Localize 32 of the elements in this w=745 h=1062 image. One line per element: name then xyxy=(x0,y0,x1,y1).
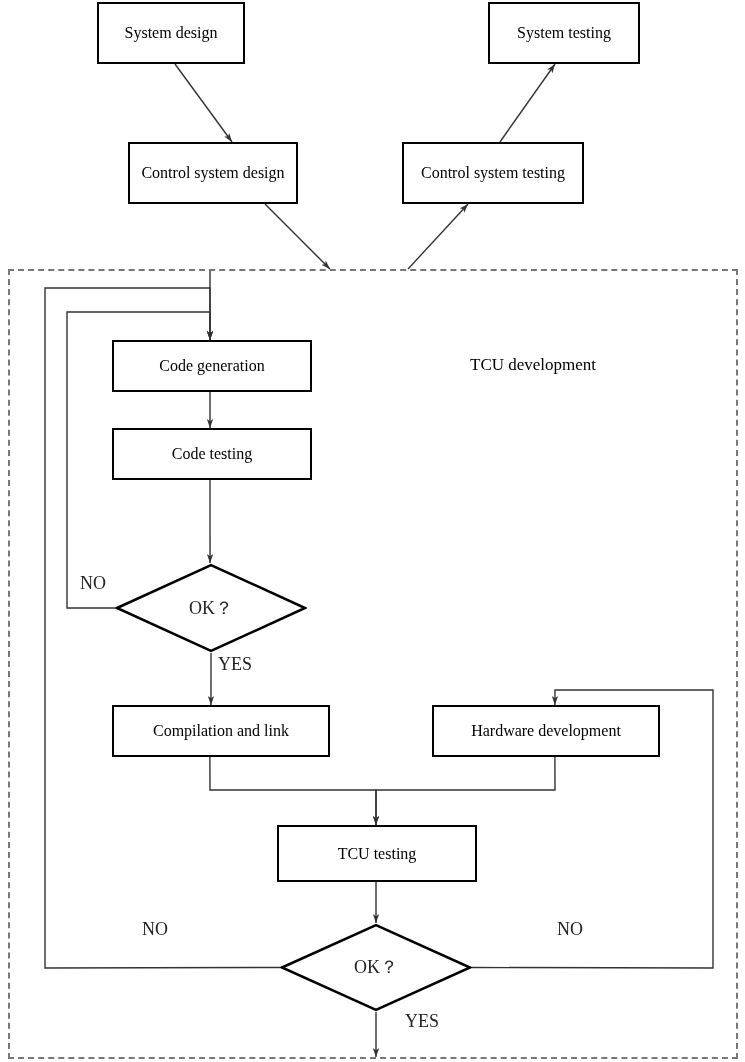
arrow xyxy=(407,203,469,270)
arrow xyxy=(206,479,214,564)
arrow xyxy=(471,689,714,969)
arrow xyxy=(372,756,556,826)
process-box: Control system testing xyxy=(402,142,584,204)
process-box: System design xyxy=(97,2,245,64)
process-box: Code generation xyxy=(112,340,312,392)
dashed-region xyxy=(8,269,738,1059)
region-title: TCU development xyxy=(470,354,597,376)
arrow xyxy=(206,391,214,429)
process-box: System testing xyxy=(488,2,640,64)
arrow xyxy=(372,881,380,924)
decision-text: OK？ xyxy=(354,956,398,979)
process-box: TCU testing xyxy=(277,825,477,882)
process-box: Control system design xyxy=(128,142,298,204)
process-box: Code testing xyxy=(112,428,312,480)
decision-diamond xyxy=(115,563,307,653)
arrow xyxy=(499,63,556,143)
edge-label: YES xyxy=(216,655,254,673)
arrow xyxy=(264,203,331,270)
edge-label: NO xyxy=(555,920,585,938)
process-box: Compilation and link xyxy=(112,705,330,757)
arrow xyxy=(44,287,281,969)
decision-diamond xyxy=(280,923,472,1012)
arrow xyxy=(207,652,215,706)
edge-label: NO xyxy=(140,920,170,938)
decision-text: OK？ xyxy=(189,596,233,620)
edge-label: NO xyxy=(78,574,108,592)
arrow xyxy=(174,63,233,143)
process-box: Hardware development xyxy=(432,705,660,757)
edge-label: YES xyxy=(403,1012,441,1030)
arrow xyxy=(372,1011,380,1058)
